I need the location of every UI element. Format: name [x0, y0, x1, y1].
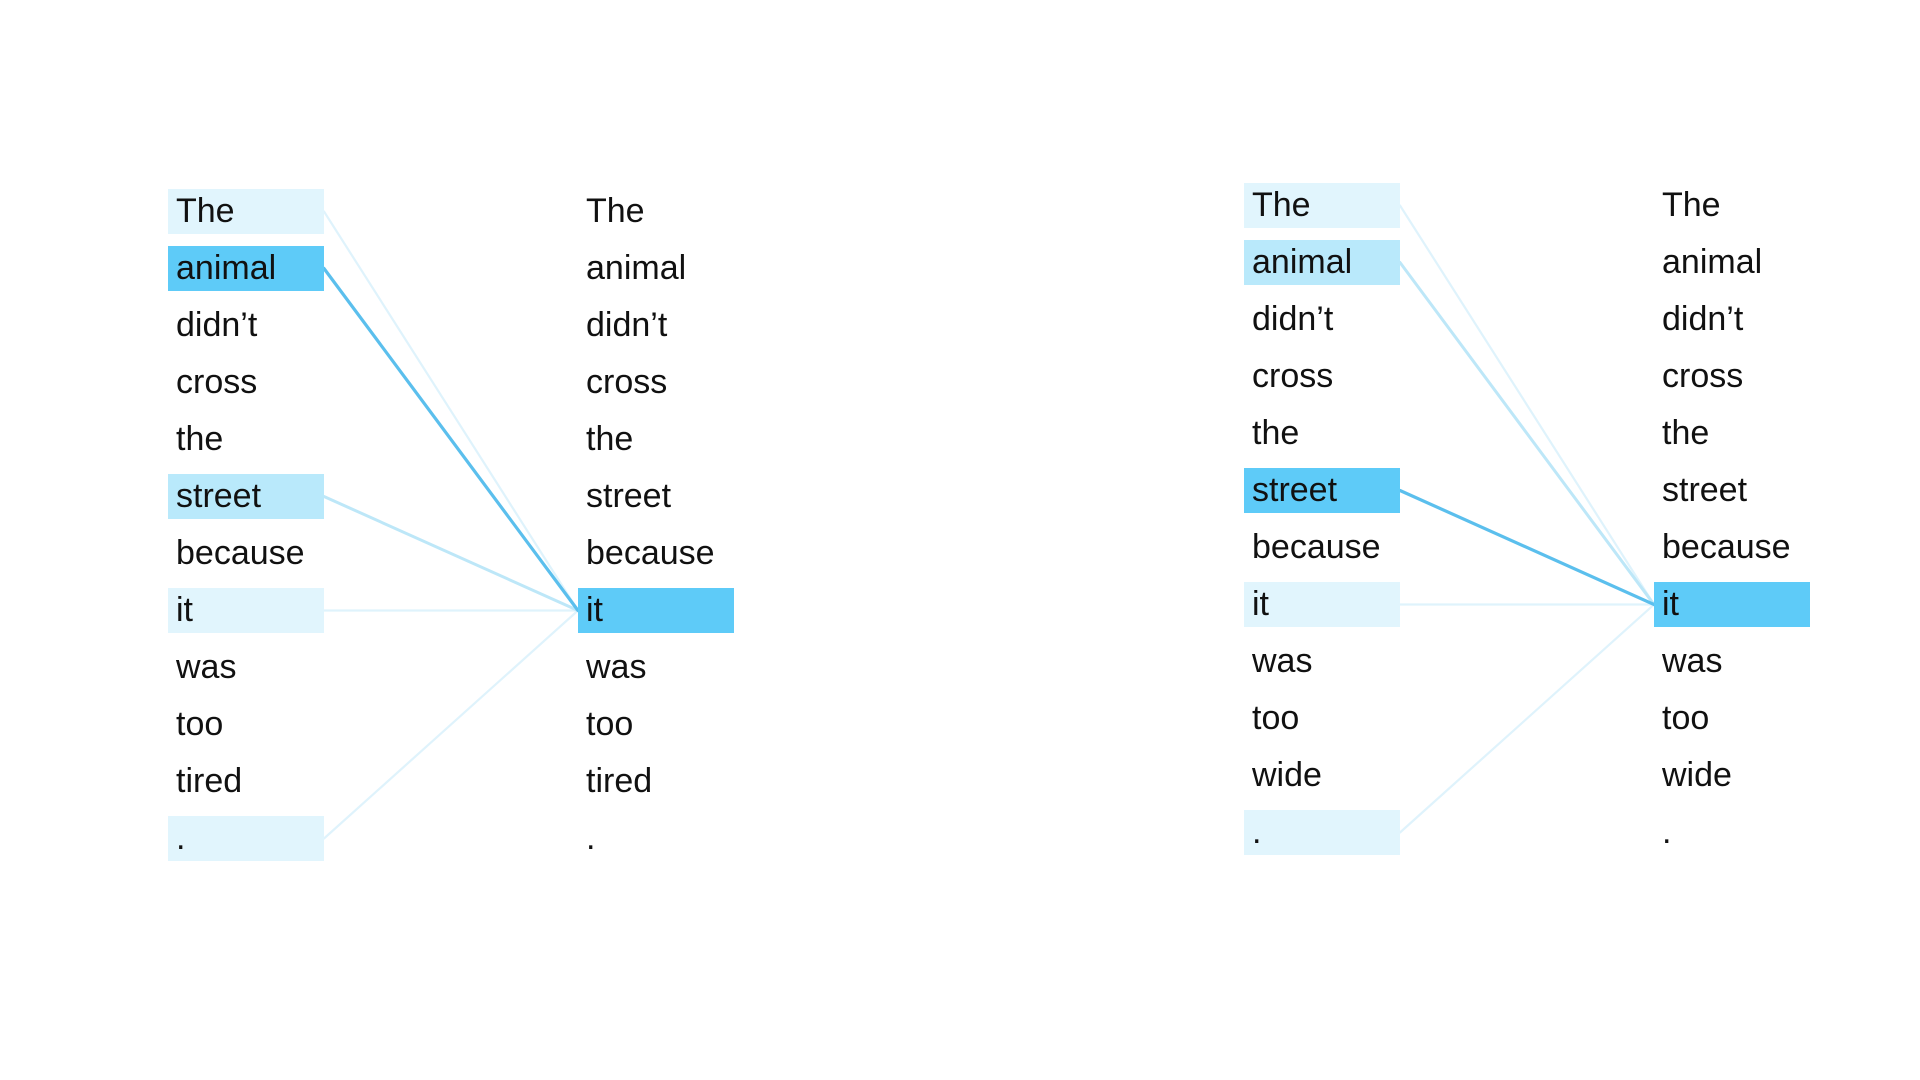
left-source-token-too: too — [176, 705, 224, 743]
left-source-token-because: because — [176, 534, 305, 572]
attention-line-right-src-5 — [1398, 488, 1656, 607]
right-source-token-animal: animal — [1244, 240, 1400, 285]
left-source-token-tired: tired — [176, 762, 243, 800]
right-target-token-because: because — [1662, 528, 1791, 566]
left-target-token-too: too — [586, 705, 634, 743]
left-target-token-it: it — [578, 588, 734, 633]
attention-line-left-src-1 — [322, 266, 580, 613]
right-target-token-period: . — [1662, 813, 1672, 851]
left-target-token-animal: animal — [586, 249, 687, 287]
right-source-token-didnt: didn’t — [1252, 300, 1334, 338]
right-source-token-street: street — [1244, 468, 1400, 513]
left-target-token-didnt: didn’t — [586, 306, 668, 344]
right-target-token-too: too — [1662, 699, 1710, 737]
left-source-token-period: . — [168, 816, 324, 861]
left-source-token-street: street — [168, 474, 324, 519]
right-target-token-the-lower: the — [1662, 414, 1710, 452]
right-target-token-the: The — [1662, 186, 1721, 224]
left-target-token-cross: cross — [586, 363, 668, 401]
right-source-token-because: because — [1252, 528, 1381, 566]
right-target-token-didnt: didn’t — [1662, 300, 1744, 338]
left-target-token-the: The — [586, 192, 645, 230]
right-target-token-street: street — [1662, 471, 1748, 509]
left-target-token-period: . — [586, 819, 596, 857]
right-source-token-cross: cross — [1252, 357, 1334, 395]
attention-line-right-src-0 — [1398, 204, 1656, 606]
right-target-token-cross: cross — [1662, 357, 1744, 395]
right-target-token-it: it — [1654, 582, 1810, 627]
attention-line-right-src-1 — [1398, 261, 1656, 606]
attention-line-left-src-0 — [322, 210, 580, 612]
right-source-token-wide: wide — [1252, 756, 1322, 794]
left-source-token-cross: cross — [176, 363, 258, 401]
left-source-token-was: was — [176, 648, 237, 686]
right-source-token-it: it — [1244, 582, 1400, 627]
left-target-token-tired: tired — [586, 762, 653, 800]
left-source-token-the-lower: the — [176, 420, 224, 458]
left-source-token-the: The — [168, 189, 324, 234]
right-source-token-was: was — [1252, 642, 1313, 680]
left-target-token-was: was — [586, 648, 647, 686]
right-target-token-was: was — [1662, 642, 1723, 680]
right-target-token-wide: wide — [1662, 756, 1732, 794]
left-source-token-animal: animal — [168, 246, 324, 291]
left-target-token-because: because — [586, 534, 715, 572]
left-source-token-didnt: didn’t — [176, 306, 258, 344]
right-source-token-too: too — [1252, 699, 1300, 737]
left-target-token-the-lower: the — [586, 420, 634, 458]
attention-line-left-src-11 — [322, 609, 580, 840]
attention-line-left-src-5 — [322, 495, 580, 612]
right-target-token-animal: animal — [1662, 243, 1763, 281]
left-target-token-street: street — [586, 477, 672, 515]
left-source-token-it: it — [168, 588, 324, 633]
right-source-token-the-lower: the — [1252, 414, 1300, 452]
attention-line-right-src-11 — [1398, 603, 1656, 834]
right-source-token-period: . — [1244, 810, 1400, 855]
right-source-token-the: The — [1244, 183, 1400, 228]
